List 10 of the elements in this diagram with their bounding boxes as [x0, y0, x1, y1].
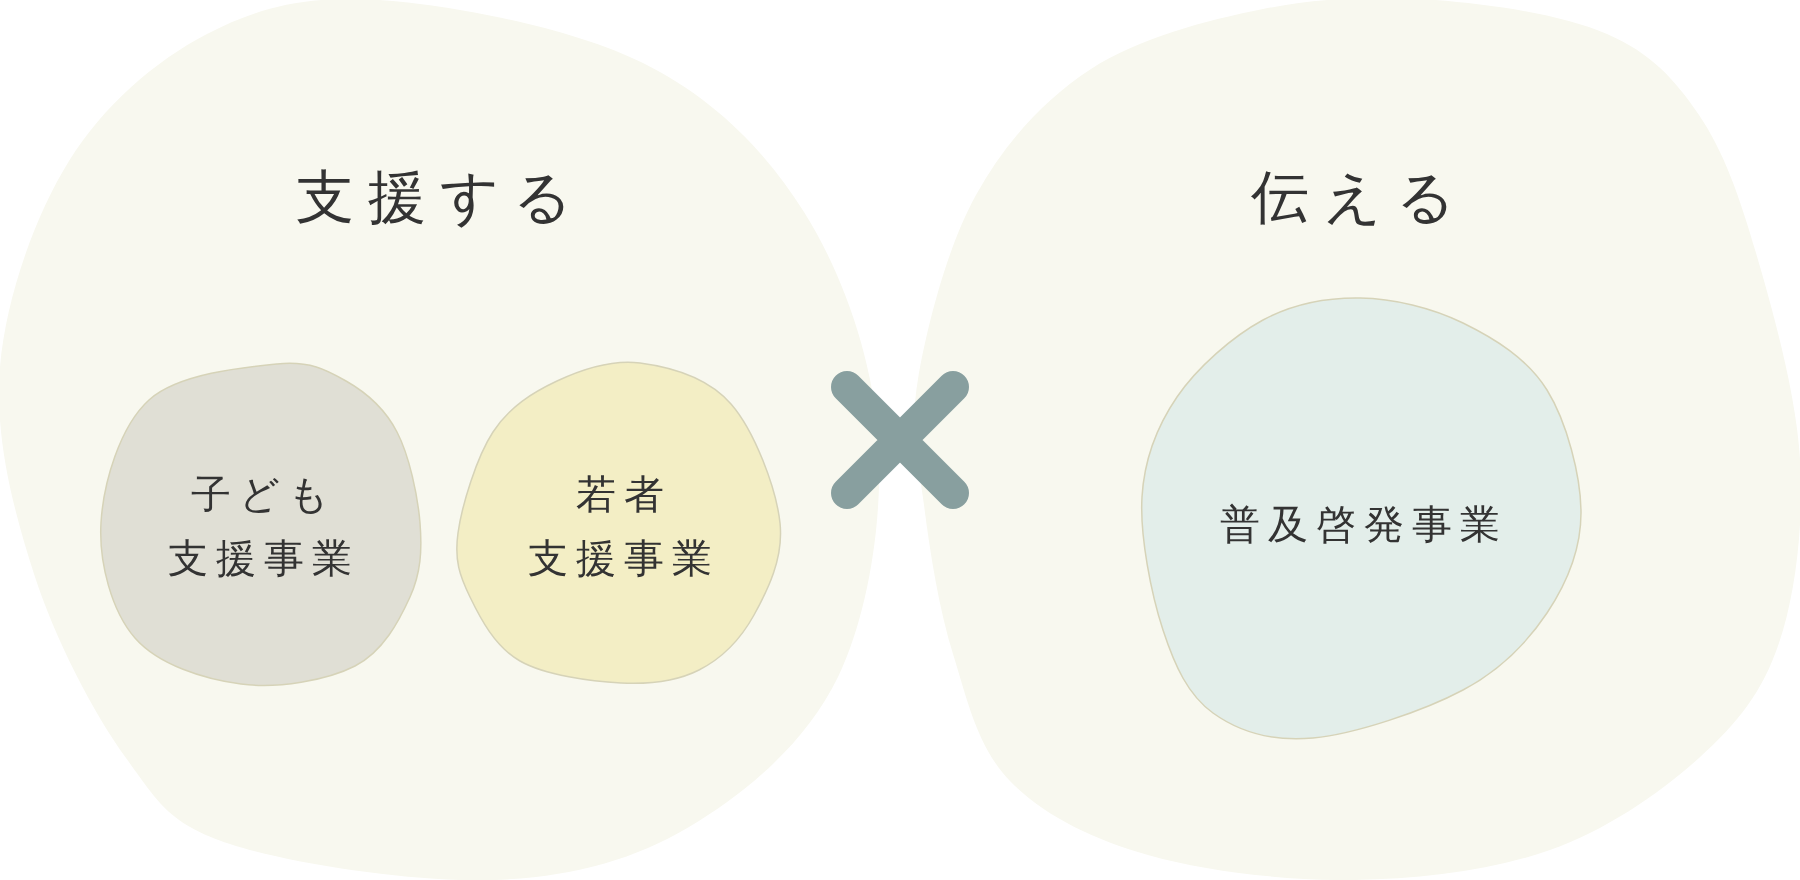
heading: 支援する: [295, 162, 586, 232]
heading: 伝える: [1250, 162, 1469, 232]
category-blob: [1140, 298, 1582, 740]
category-label: 子ども支援事業: [167, 470, 360, 583]
category-blob: [458, 363, 780, 683]
category-label: 若者支援事業: [527, 470, 720, 583]
region-blob: [918, 0, 1800, 880]
category-label: 普及啓発事業: [1219, 500, 1508, 549]
region-blob: [0, 0, 880, 880]
category-blob: [101, 364, 421, 684]
